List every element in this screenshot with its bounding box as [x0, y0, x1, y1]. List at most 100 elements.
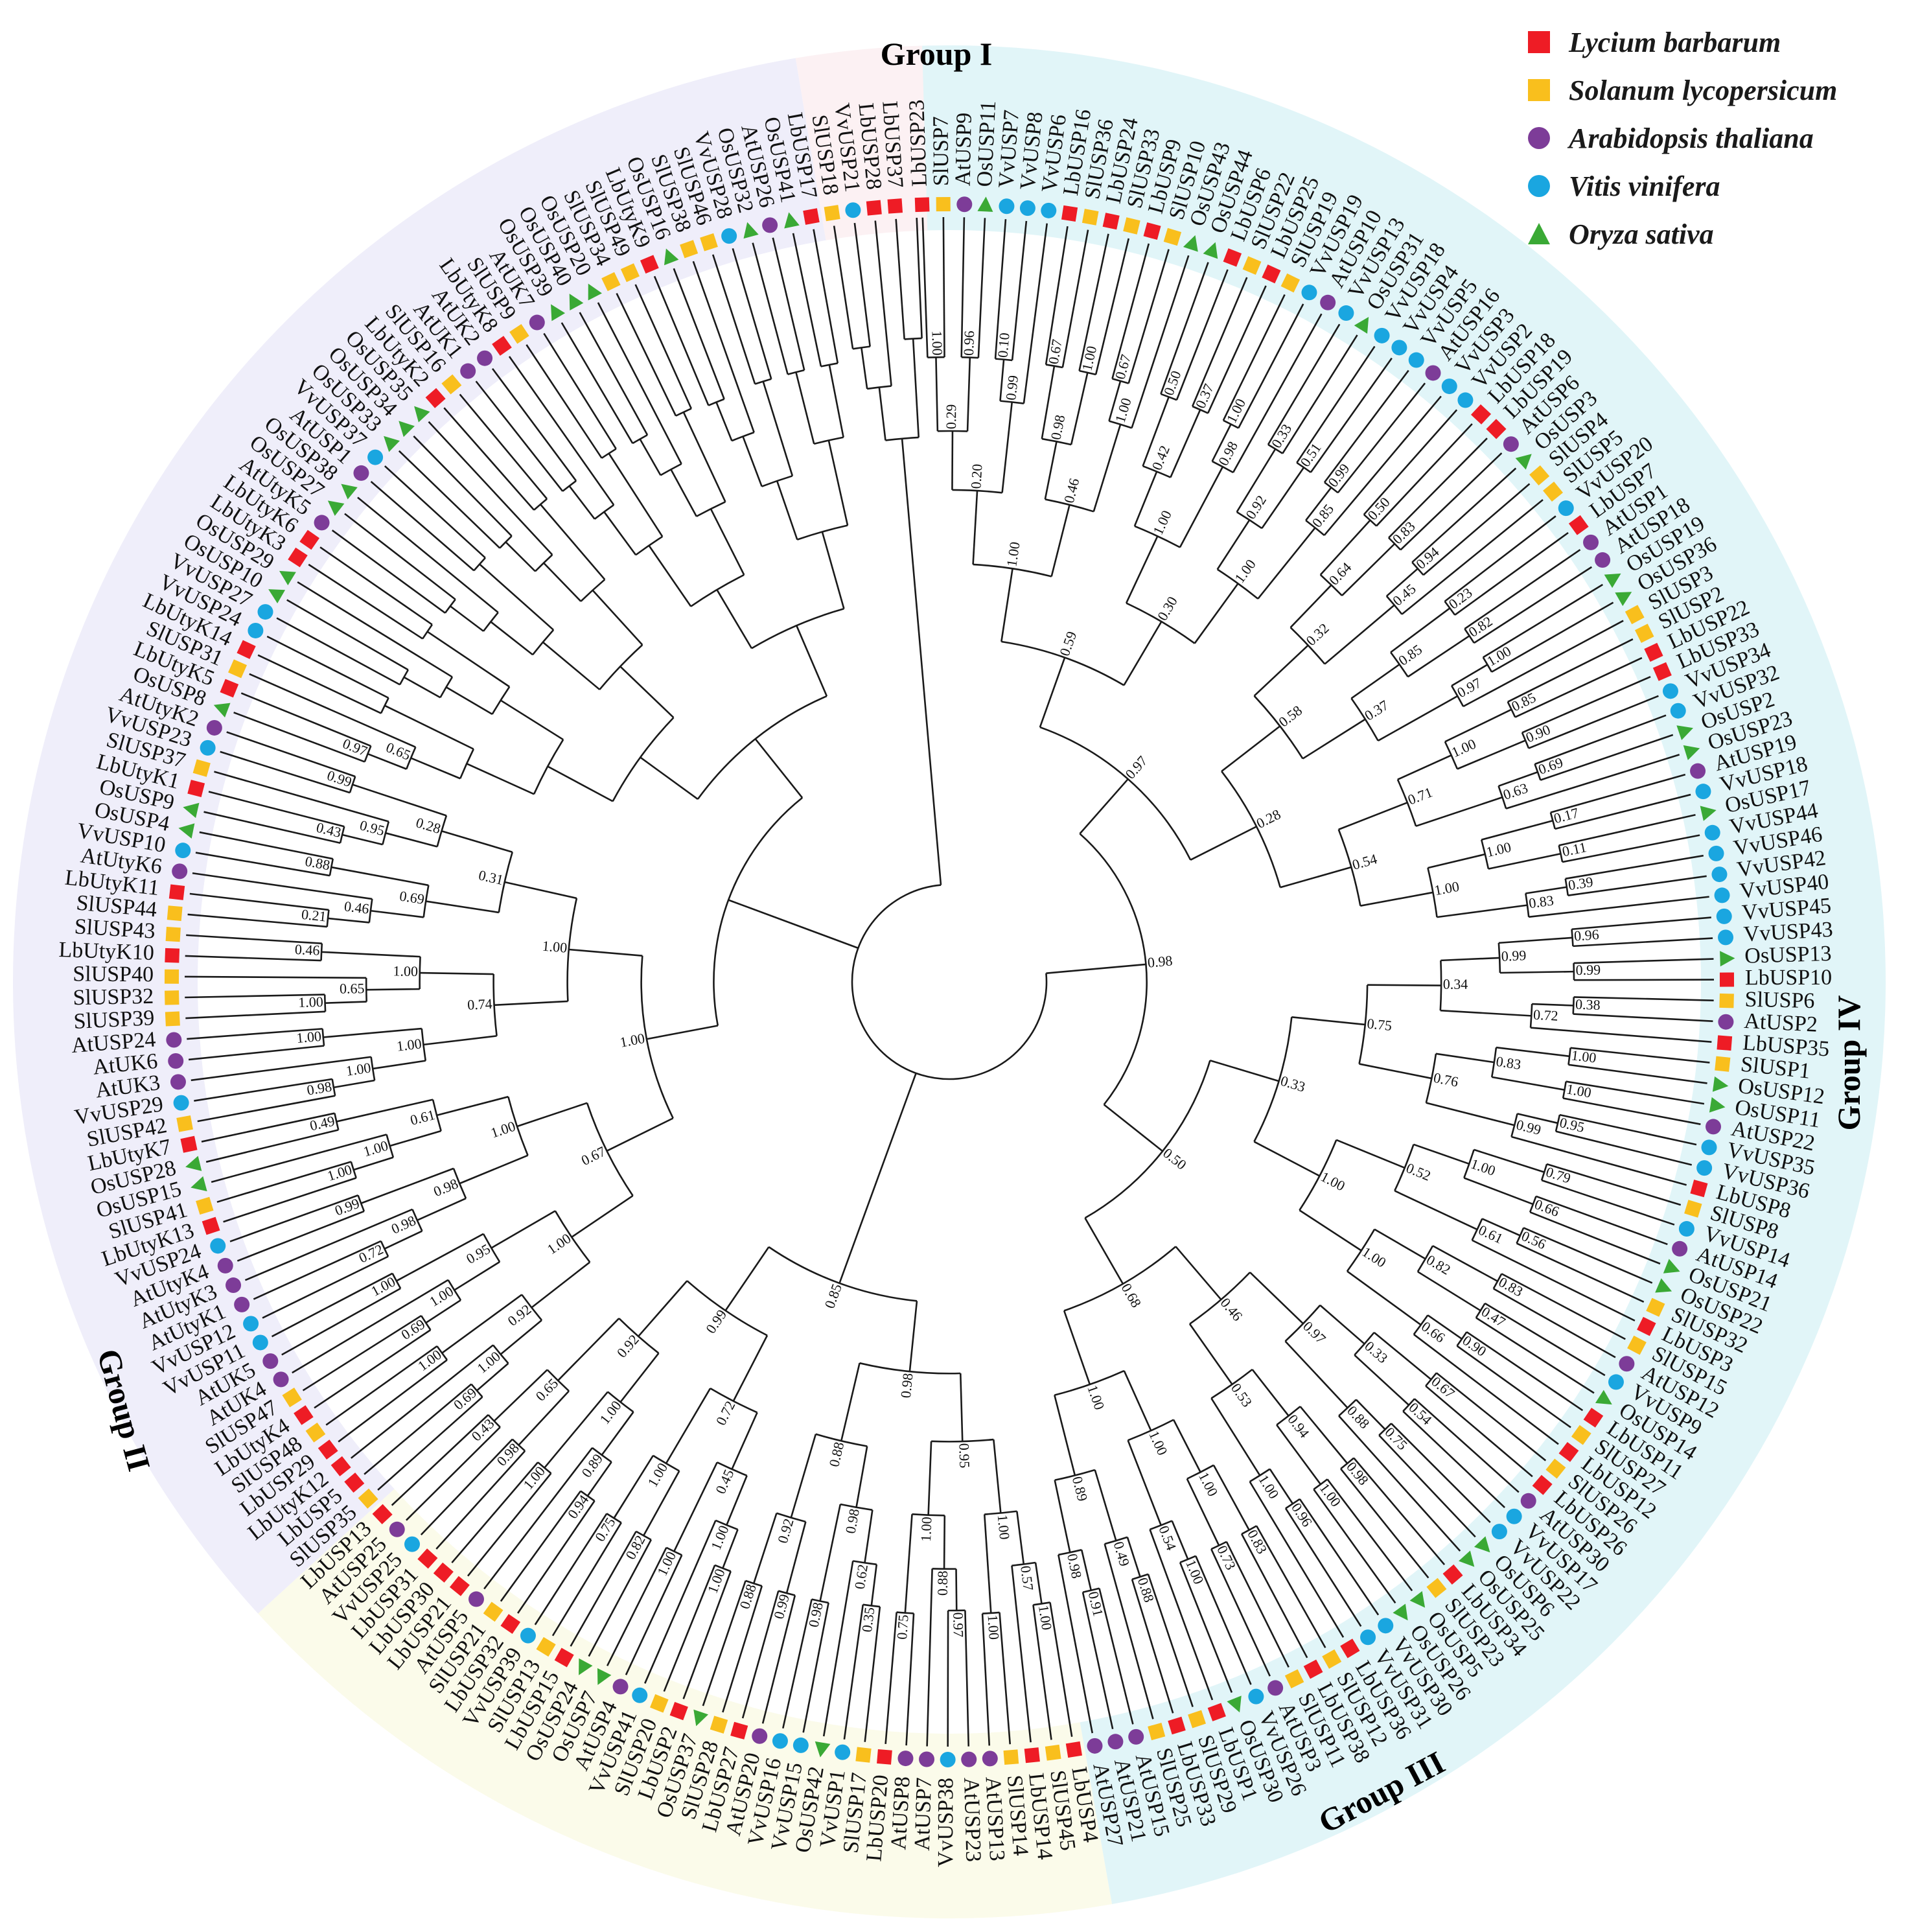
tree-branch [901, 438, 942, 885]
tree-branch [531, 1261, 591, 1309]
purple-circle-icon [353, 465, 369, 481]
blue-circle-icon [1338, 305, 1354, 321]
tree-arc [1131, 1573, 1149, 1581]
tree-branch [1555, 793, 1691, 830]
tree-branch [1444, 708, 1512, 743]
tree-branch [1280, 866, 1352, 889]
red-square-icon [730, 1721, 748, 1740]
tree-arc [546, 1369, 570, 1392]
red-square-icon [1717, 1035, 1733, 1051]
tree-branch [500, 1490, 582, 1602]
orange-square-icon [710, 1716, 728, 1734]
tree-branch [276, 617, 400, 686]
tree-branch [1039, 657, 1066, 728]
tree-branch [1363, 409, 1458, 515]
support-value: 1.00 [393, 962, 418, 979]
red-square-icon [237, 640, 256, 659]
red-square-icon [1303, 1659, 1323, 1679]
green-triangle-icon [1458, 1550, 1475, 1567]
tree-branch [732, 248, 772, 380]
tree-branch [802, 1602, 829, 1733]
tree-branch [1324, 604, 1395, 665]
green-triangle-icon [341, 483, 358, 500]
support-value: 0.99 [1575, 961, 1601, 978]
support-value: 0.99 [1514, 1116, 1542, 1138]
red-square-icon [887, 198, 903, 214]
tree-arc [904, 337, 922, 340]
tree-branch [561, 322, 634, 444]
tree-branch [494, 1000, 568, 1007]
tree-arc [432, 1099, 442, 1132]
purple-circle-icon [1503, 436, 1519, 452]
tree-arc [339, 826, 345, 843]
blue-circle-icon [252, 1334, 268, 1351]
tree-branch [1216, 519, 1251, 570]
tree-arc [952, 489, 1002, 494]
support-value: 1.00 [396, 1035, 422, 1054]
purple-circle-icon [1526, 125, 1552, 151]
blue-circle-icon [1301, 285, 1317, 301]
tree-branch [1402, 1410, 1506, 1508]
red-square-icon [640, 255, 659, 274]
tree-branch [796, 625, 828, 697]
red-square-icon [449, 1576, 470, 1596]
purple-circle-icon [273, 1371, 289, 1388]
tree-arc [592, 1447, 612, 1463]
tree-arc [1411, 561, 1424, 576]
orange-square-icon [1242, 256, 1262, 275]
orange-square-icon [1188, 1710, 1206, 1728]
blue-circle-icon [1711, 867, 1728, 883]
red-square-icon [803, 208, 820, 225]
tree-arc [1210, 1368, 1253, 1399]
green-triangle-icon [1595, 1390, 1612, 1405]
tree-arc [370, 1056, 376, 1081]
support-value: 0.96 [1573, 926, 1599, 944]
tip-label: AtUSP8 [886, 1776, 914, 1850]
tree-branch [670, 469, 697, 517]
tree-arc [1313, 1478, 1328, 1491]
blue-circle-icon [1696, 1160, 1713, 1176]
tree-branch [1566, 1080, 1705, 1105]
tree-arc [751, 608, 844, 649]
blue-circle-icon [835, 1744, 851, 1760]
support-value: 0.65 [340, 980, 365, 997]
tree-arc [1033, 1601, 1050, 1606]
orange-square-icon [196, 1196, 214, 1215]
tree-arc [778, 1590, 796, 1596]
tree-branch [1210, 1548, 1271, 1677]
tree-arc [1549, 812, 1556, 830]
tree-branch [1432, 1245, 1498, 1283]
tree-branch [951, 431, 954, 490]
orange-square-icon [358, 1488, 378, 1509]
purple-circle-icon [612, 1679, 629, 1695]
tree-branch [1179, 466, 1224, 548]
tree-arc [368, 898, 373, 923]
tree-arc [331, 1078, 336, 1096]
tree-branch [616, 292, 677, 417]
tree-branch [772, 237, 805, 371]
tree-arc [1525, 893, 1530, 917]
tree-arc [1134, 525, 1181, 548]
tree-branch [1284, 1507, 1362, 1627]
tree-branch [244, 1208, 413, 1281]
green-triangle-icon [597, 1668, 612, 1685]
tree-arc [927, 356, 945, 358]
tree-arc [1463, 1149, 1475, 1178]
tree-branch [1338, 802, 1408, 831]
tree-branch [1078, 233, 1109, 371]
green-triangle-icon [1604, 573, 1621, 588]
tree-branch [682, 412, 726, 502]
tree-branch [1186, 1478, 1220, 1546]
tree-branch [1123, 621, 1162, 686]
tree-branch [1291, 1016, 1365, 1026]
support-value: 1.00 [1084, 1383, 1107, 1412]
blue-circle-icon [1491, 1524, 1507, 1540]
tree-branch [1444, 515, 1556, 602]
green-triangle-icon [1474, 1536, 1490, 1553]
tree-arc [1236, 511, 1263, 530]
tree-arc [1413, 1314, 1429, 1335]
support-value: 0.75 [1366, 1015, 1393, 1034]
tree-branch [644, 1520, 717, 1684]
support-value: 0.92 [774, 1517, 797, 1545]
tree-arc [1142, 465, 1171, 478]
